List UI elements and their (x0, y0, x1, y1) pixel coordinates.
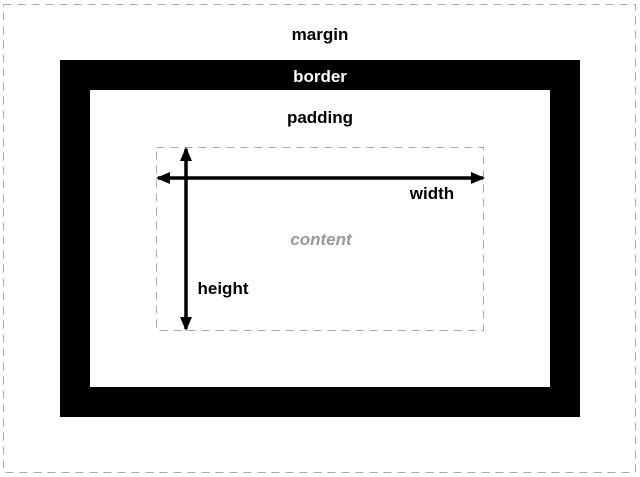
height-label: height (198, 279, 249, 298)
padding-label: padding (287, 108, 353, 127)
width-label: width (409, 184, 454, 203)
padding-box (90, 90, 550, 387)
content-label: content (290, 230, 353, 249)
border-label: border (293, 67, 347, 86)
margin-box (3, 4, 636, 473)
margin-label: margin (292, 25, 349, 44)
content-box (156, 147, 484, 331)
